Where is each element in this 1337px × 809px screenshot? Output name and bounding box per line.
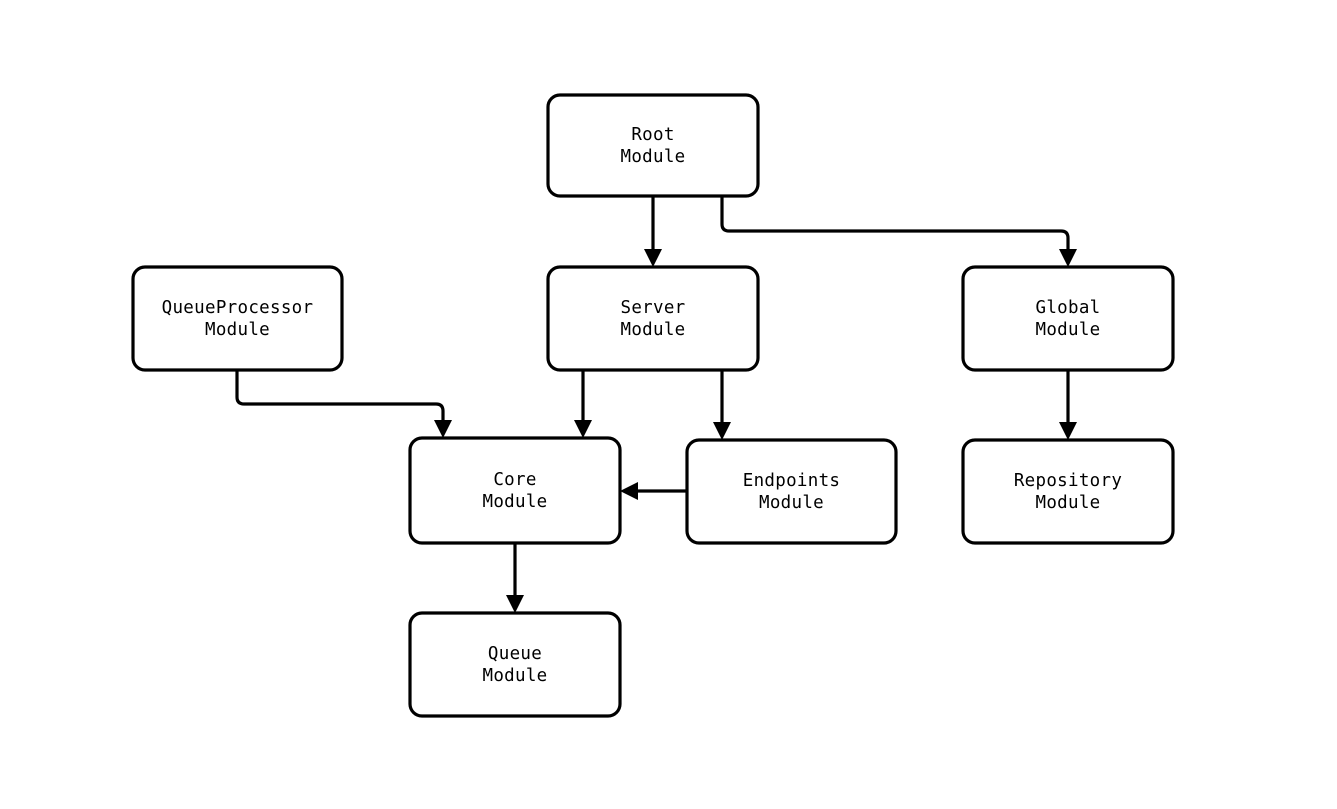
edge-server-to-endpoints [713, 370, 731, 440]
node-box-server[interactable] [546, 265, 760, 372]
nodes-layer [131, 93, 1175, 718]
node-box-queueprocessor[interactable] [131, 265, 344, 372]
node-box-repository[interactable] [961, 438, 1175, 545]
arrowhead-icon [574, 420, 592, 438]
edge-endpoints-to-core [620, 482, 687, 500]
node-box-queue[interactable] [408, 611, 622, 718]
arrowhead-icon [434, 420, 452, 438]
arrowhead-icon [620, 482, 638, 500]
edge-root-to-global [720, 196, 1077, 267]
node-box-core[interactable] [408, 436, 622, 545]
edge-server-to-core [574, 370, 592, 438]
node-box-global[interactable] [961, 265, 1175, 372]
node-box-root[interactable] [546, 93, 760, 198]
edge-line [720, 196, 1070, 258]
edge-core-to-queue [506, 543, 524, 613]
arrowhead-icon [1059, 422, 1077, 440]
edge-line [235, 370, 445, 429]
edge-queueprocessor-to-core [235, 370, 452, 438]
arrowhead-icon [713, 422, 731, 440]
arrowhead-icon [644, 249, 662, 267]
edge-global-to-repository [1059, 370, 1077, 440]
arrowhead-icon [506, 595, 524, 613]
edge-root-to-server [644, 196, 662, 267]
edges-layer [235, 196, 1077, 613]
node-box-endpoints[interactable] [685, 438, 898, 545]
arrowhead-icon [1059, 249, 1077, 267]
